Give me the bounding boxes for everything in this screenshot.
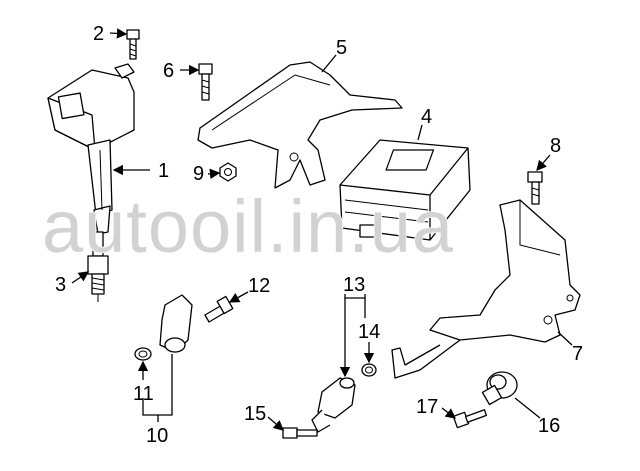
coil-bolt[interactable] xyxy=(126,29,140,60)
callout-3: 3 xyxy=(55,274,66,296)
callout-17: 17 xyxy=(416,396,438,418)
callout-13: 13 xyxy=(343,274,365,296)
bracket-bolt[interactable] xyxy=(198,63,213,101)
sensor-bolt-15[interactable] xyxy=(282,427,318,439)
sensor-bolt-12[interactable] xyxy=(204,295,234,323)
callout-9: 9 xyxy=(193,163,204,185)
ecm-lower-bracket[interactable] xyxy=(391,199,581,379)
callout-12: 12 xyxy=(248,275,270,297)
knock-sensor[interactable] xyxy=(481,371,518,406)
lower-bracket-bolt[interactable] xyxy=(527,171,543,205)
camshaft-sensor[interactable] xyxy=(159,294,193,353)
o-ring-14[interactable] xyxy=(361,363,377,377)
callout-8: 8 xyxy=(550,135,561,157)
callout-16: 16 xyxy=(538,415,560,437)
callout-11: 11 xyxy=(133,383,154,405)
leader-lines xyxy=(71,28,573,431)
spark-plug[interactable] xyxy=(87,231,109,302)
o-ring-11[interactable] xyxy=(134,347,152,361)
ecm-upper-bracket[interactable] xyxy=(197,61,403,189)
callout-4: 4 xyxy=(421,106,432,128)
knock-sensor-bolt[interactable] xyxy=(452,409,488,429)
callout-14: 14 xyxy=(358,321,380,343)
crankshaft-sensor[interactable] xyxy=(311,377,356,433)
callout-15: 15 xyxy=(244,403,266,425)
callout-7: 7 xyxy=(572,343,583,365)
callout-labels: 1 2 3 4 5 6 7 8 9 10 11 12 13 14 15 16 1… xyxy=(55,23,583,447)
callout-1: 1 xyxy=(158,160,169,182)
watermark: autooil.in.ua xyxy=(42,185,454,268)
callout-10: 10 xyxy=(146,425,168,447)
engine-control-module[interactable] xyxy=(339,139,471,241)
ignition-coil[interactable] xyxy=(47,63,135,235)
callout-5: 5 xyxy=(336,37,347,59)
nut[interactable] xyxy=(219,162,237,182)
callout-6: 6 xyxy=(163,60,174,82)
callout-2: 2 xyxy=(93,23,104,45)
